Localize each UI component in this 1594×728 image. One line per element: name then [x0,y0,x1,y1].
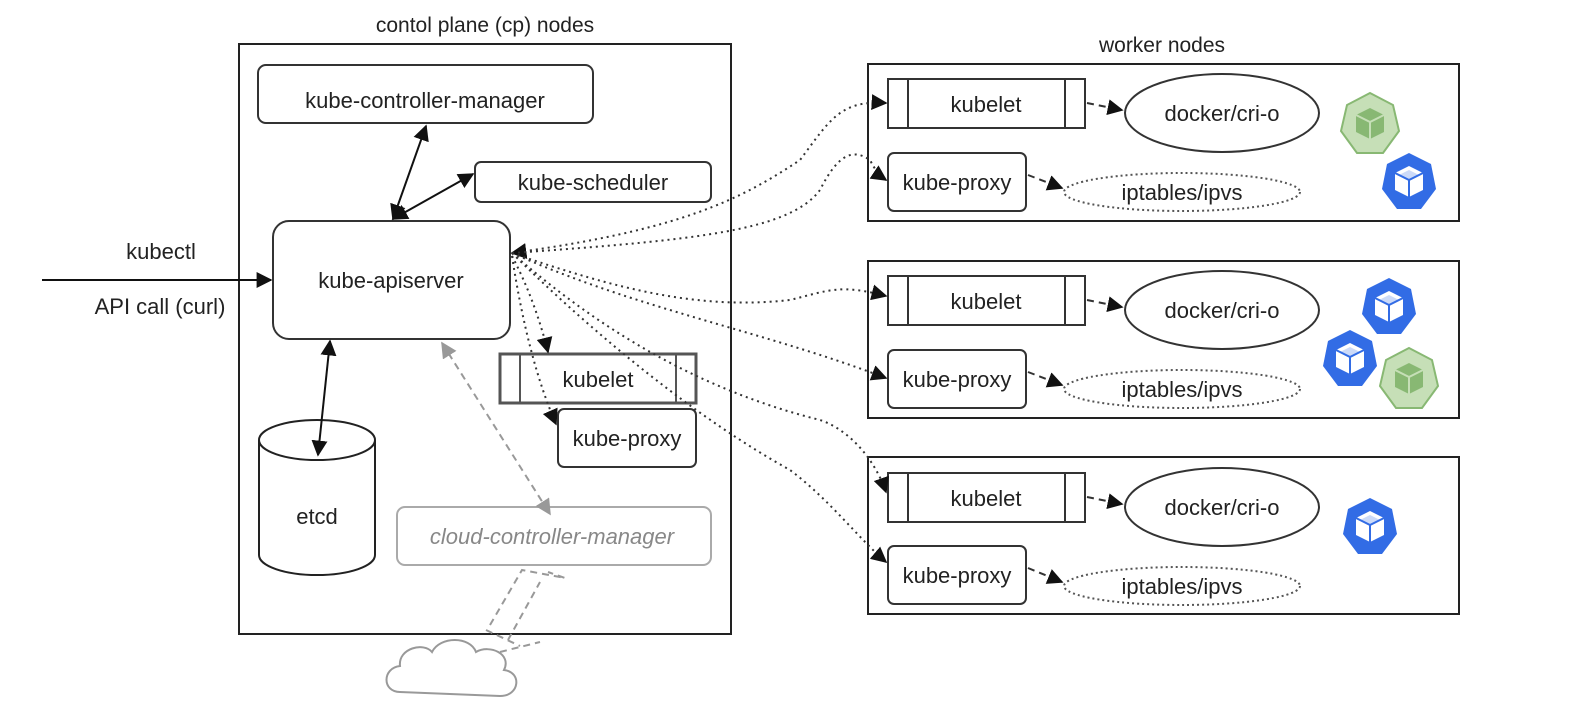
pod-blue-icon [1381,152,1437,210]
apiserver-scheduler-arrow [391,173,475,220]
node-2-kubelet-runtime-arrow [1086,296,1124,313]
apiserver-worker-connections [510,94,889,564]
kube-scheduler-box: kube-scheduler [474,161,712,203]
apiserver-etcd-arrow [311,339,337,457]
worker-node-3: kubelet docker/cri-o kube-proxy iptables… [867,456,1460,615]
node-3-kube-proxy-label: kube-proxy [903,563,1012,588]
node-1-kubelet-label: kubelet [951,92,1022,117]
kube-apiserver-label: kube-apiserver [318,268,464,293]
apiserver-cp-kubelet-arrow [511,255,553,354]
node-1-kubelet-runtime-arrow [1086,99,1124,116]
pod-blue-icon [1322,329,1378,387]
etcd-label: etcd [296,504,338,529]
cloud-controller-manager-box: cloud-controller-manager [396,506,712,566]
node-3-runtime-label: docker/cri-o [1165,495,1280,520]
apiserver-cp-proxy-arrow [511,255,558,426]
node-2-iptables-label: iptables/ipvs [1121,377,1242,402]
node-3-iptables-label: iptables/ipvs [1121,574,1242,599]
cp-kube-proxy-label: kube-proxy [573,426,682,451]
node-3-kubelet-label: kubelet [951,486,1022,511]
pod-blue-icon [1342,497,1398,555]
node-2-proxy-iptables-arrow [1027,371,1064,388]
pod-green-icon [1379,347,1439,409]
apiserver-node1-proxy-arrow [511,153,888,254]
control-plane-frame [238,43,732,635]
node-1-runtime-label: docker/cri-o [1165,101,1280,126]
control-plane-title: contol plane (cp) nodes [376,14,594,37]
pod-green-icon [1340,92,1400,154]
worker-node-1: kubelet docker/cri-o kube-proxy iptables… [867,63,1460,222]
cloud-icon [385,639,518,698]
node-1-iptables-label: iptables/ipvs [1121,180,1242,205]
node-3-proxy-iptables-arrow [1027,567,1064,584]
kube-apiserver-box: kube-apiserver [272,220,511,340]
kube-controller-manager-label: kube-controller-manager [305,88,545,113]
cp-kubelet-box: kubelet [498,352,698,405]
node-2-kubelet-label: kubelet [951,289,1022,314]
apiserver-node3-kubelet-arrow [511,252,889,494]
kube-scheduler-label: kube-scheduler [518,170,668,195]
node-2-runtime-label: docker/cri-o [1165,298,1280,323]
apiserver-node3-proxy-arrow [511,252,888,564]
kube-controller-manager-box: kube-controller-manager [257,64,594,124]
apiserver-controller-arrow [390,124,429,221]
etcd-database: etcd [258,419,376,576]
worker-node-2: kubelet docker/cri-o kube-proxy iptables… [867,260,1460,419]
cloud-controller-manager-label: cloud-controller-manager [430,524,676,549]
node-2-kube-proxy-label: kube-proxy [903,367,1012,392]
cloud-connector [485,568,566,653]
apiserver-node1-kubelet-arrow [510,94,888,259]
cp-kubelet-label: kubelet [563,367,634,392]
node-1-kube-proxy-label: kube-proxy [903,170,1012,195]
kubectl-label: kubectl [126,239,196,264]
api-call-label: API call (curl) [95,294,226,319]
node-3-kubelet-runtime-arrow [1086,493,1124,510]
apiserver-ccm-arrow [441,341,551,516]
cp-kube-proxy-box: kube-proxy [557,408,697,468]
apiserver-node2-proxy-arrow [511,252,888,381]
apiserver-node2-kubelet-arrow [511,252,888,304]
node-1-proxy-iptables-arrow [1027,174,1064,191]
pod-blue-icon [1361,277,1417,335]
worker-nodes-title: worker nodes [1098,34,1225,57]
